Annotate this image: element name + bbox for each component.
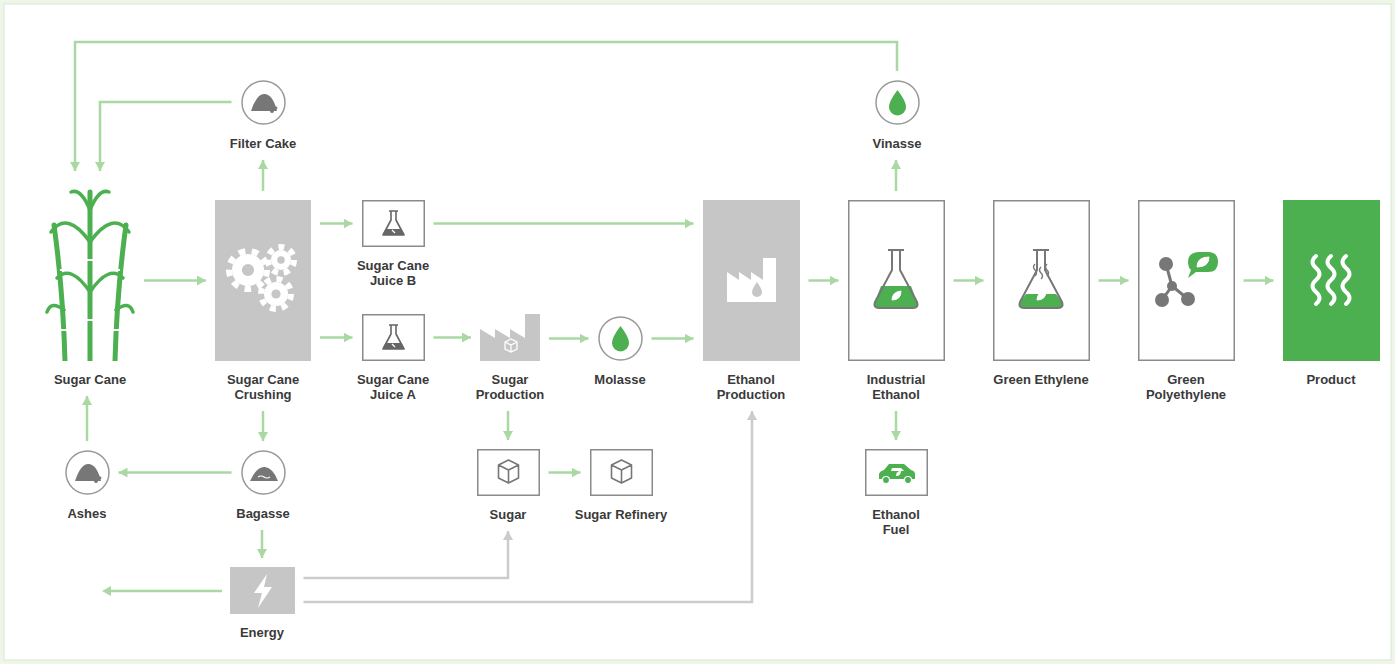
node-label: Ethanol Fuel bbox=[861, 507, 931, 537]
process-node: Ethanol Fuel bbox=[836, 449, 956, 537]
flow-arrow bbox=[1244, 279, 1274, 282]
process-node: Sugar Cane Juice A bbox=[333, 314, 453, 402]
flow-arrow bbox=[954, 279, 984, 282]
node-icon bbox=[362, 200, 425, 247]
process-node: Product bbox=[1271, 200, 1391, 387]
node-icon bbox=[848, 200, 945, 361]
process-node: Energy bbox=[202, 567, 322, 640]
node-label: Molasse bbox=[572, 372, 668, 387]
flow-arrow bbox=[261, 530, 264, 558]
node-label: Vinasse bbox=[849, 136, 945, 151]
process-node: Vinasse bbox=[837, 80, 957, 151]
flow-arrow bbox=[434, 222, 694, 225]
node-label: Green Polyethylene bbox=[1138, 372, 1234, 402]
node-label: Sugar Cane Crushing bbox=[215, 372, 311, 402]
node-icon bbox=[993, 200, 1090, 361]
node-icon bbox=[590, 449, 653, 496]
flow-arrow bbox=[304, 531, 509, 578]
flow-arrow bbox=[262, 160, 265, 191]
flow-arrow bbox=[549, 337, 589, 340]
node-label: Green Ethylene bbox=[993, 372, 1089, 387]
arrow-head bbox=[102, 586, 111, 596]
node-icon bbox=[45, 180, 135, 361]
node-label: Sugar bbox=[460, 507, 556, 522]
panel bbox=[4, 4, 1391, 660]
node-icon bbox=[875, 80, 920, 125]
flow-arrow bbox=[549, 471, 581, 474]
flow-arrow bbox=[320, 222, 353, 225]
node-label: Sugar Cane bbox=[42, 372, 138, 387]
node-icon bbox=[241, 80, 286, 125]
node-icon bbox=[1138, 200, 1235, 361]
node-label: Product bbox=[1283, 372, 1379, 387]
process-node: Sugar bbox=[448, 449, 568, 522]
process-node: Sugar Production bbox=[450, 314, 570, 402]
process-node: Sugar Cane Juice B bbox=[333, 200, 453, 288]
node-label: Sugar Production bbox=[462, 372, 558, 402]
flow-arrow bbox=[100, 102, 232, 171]
process-node: Ashes bbox=[27, 450, 147, 521]
flow-arrow bbox=[144, 279, 206, 282]
node-label: Ashes bbox=[39, 506, 135, 521]
process-node: Ethanol Production bbox=[691, 200, 811, 402]
node-label: Bagasse bbox=[215, 506, 311, 521]
flow-arrow bbox=[119, 471, 232, 474]
flow-arrow bbox=[304, 411, 753, 602]
process-node: Industrial Ethanol bbox=[836, 200, 956, 402]
flow-arrow bbox=[75, 42, 897, 171]
flow-arrow bbox=[320, 336, 353, 339]
node-icon bbox=[703, 200, 800, 361]
node-icon bbox=[362, 314, 425, 361]
node-label: Sugar Cane Juice A bbox=[345, 372, 441, 402]
process-node: Bagasse bbox=[203, 450, 323, 521]
node-icon bbox=[1283, 200, 1380, 361]
flow-arrow bbox=[895, 160, 898, 191]
process-node: Molasse bbox=[560, 316, 680, 387]
flow-arrow bbox=[652, 337, 694, 340]
process-node: Filter Cake bbox=[203, 80, 323, 151]
process-node: Sugar Cane Crushing bbox=[203, 200, 323, 402]
process-node: Sugar Refinery bbox=[561, 449, 681, 522]
node-icon bbox=[477, 449, 540, 496]
node-label: Sugar Cane Juice B bbox=[345, 258, 441, 288]
node-label: Energy bbox=[214, 625, 310, 640]
flow-arrow bbox=[86, 396, 89, 441]
node-label: Industrial Ethanol bbox=[848, 372, 944, 402]
node-label: Filter Cake bbox=[215, 136, 311, 151]
energy-export-line bbox=[110, 590, 222, 593]
node-icon bbox=[480, 314, 540, 361]
node-icon bbox=[215, 200, 311, 361]
node-icon bbox=[865, 449, 928, 496]
process-node: Green Ethylene bbox=[981, 200, 1101, 387]
node-icon bbox=[598, 316, 643, 361]
node-icon bbox=[230, 567, 295, 614]
flow-arrow bbox=[895, 411, 898, 440]
node-label: Ethanol Production bbox=[703, 372, 799, 402]
process-node: Green Polyethylene bbox=[1126, 200, 1246, 402]
node-icon bbox=[241, 450, 286, 495]
flow-arrow bbox=[1099, 279, 1129, 282]
flow-arrow bbox=[262, 411, 265, 441]
node-label: Sugar Refinery bbox=[573, 507, 669, 522]
node-icon bbox=[65, 450, 110, 495]
flow-arrow bbox=[507, 411, 510, 440]
flow-arrow bbox=[809, 279, 839, 282]
flow-arrow bbox=[434, 336, 472, 339]
process-node: Sugar Cane bbox=[30, 180, 150, 387]
